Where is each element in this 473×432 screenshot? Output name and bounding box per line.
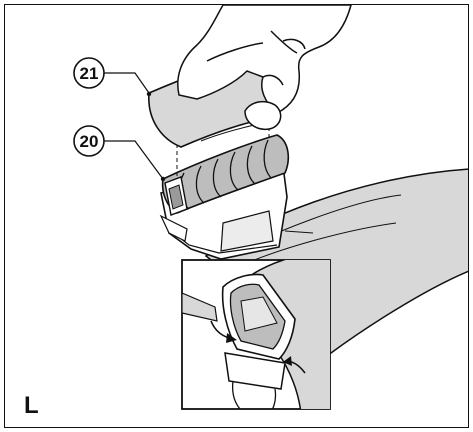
callout-20: 20: [73, 125, 166, 182]
detail-inset: [181, 259, 331, 410]
callout-20-label: 20: [80, 132, 99, 151]
illustration: 21 20: [73, 5, 468, 410]
callout-21-label: 21: [80, 64, 99, 83]
callout-21: 21: [73, 57, 152, 97]
filter-20: [161, 134, 290, 216]
instruction-figure: 21 20: [4, 4, 469, 428]
step-letter: L: [24, 392, 39, 419]
hand: [177, 5, 352, 131]
